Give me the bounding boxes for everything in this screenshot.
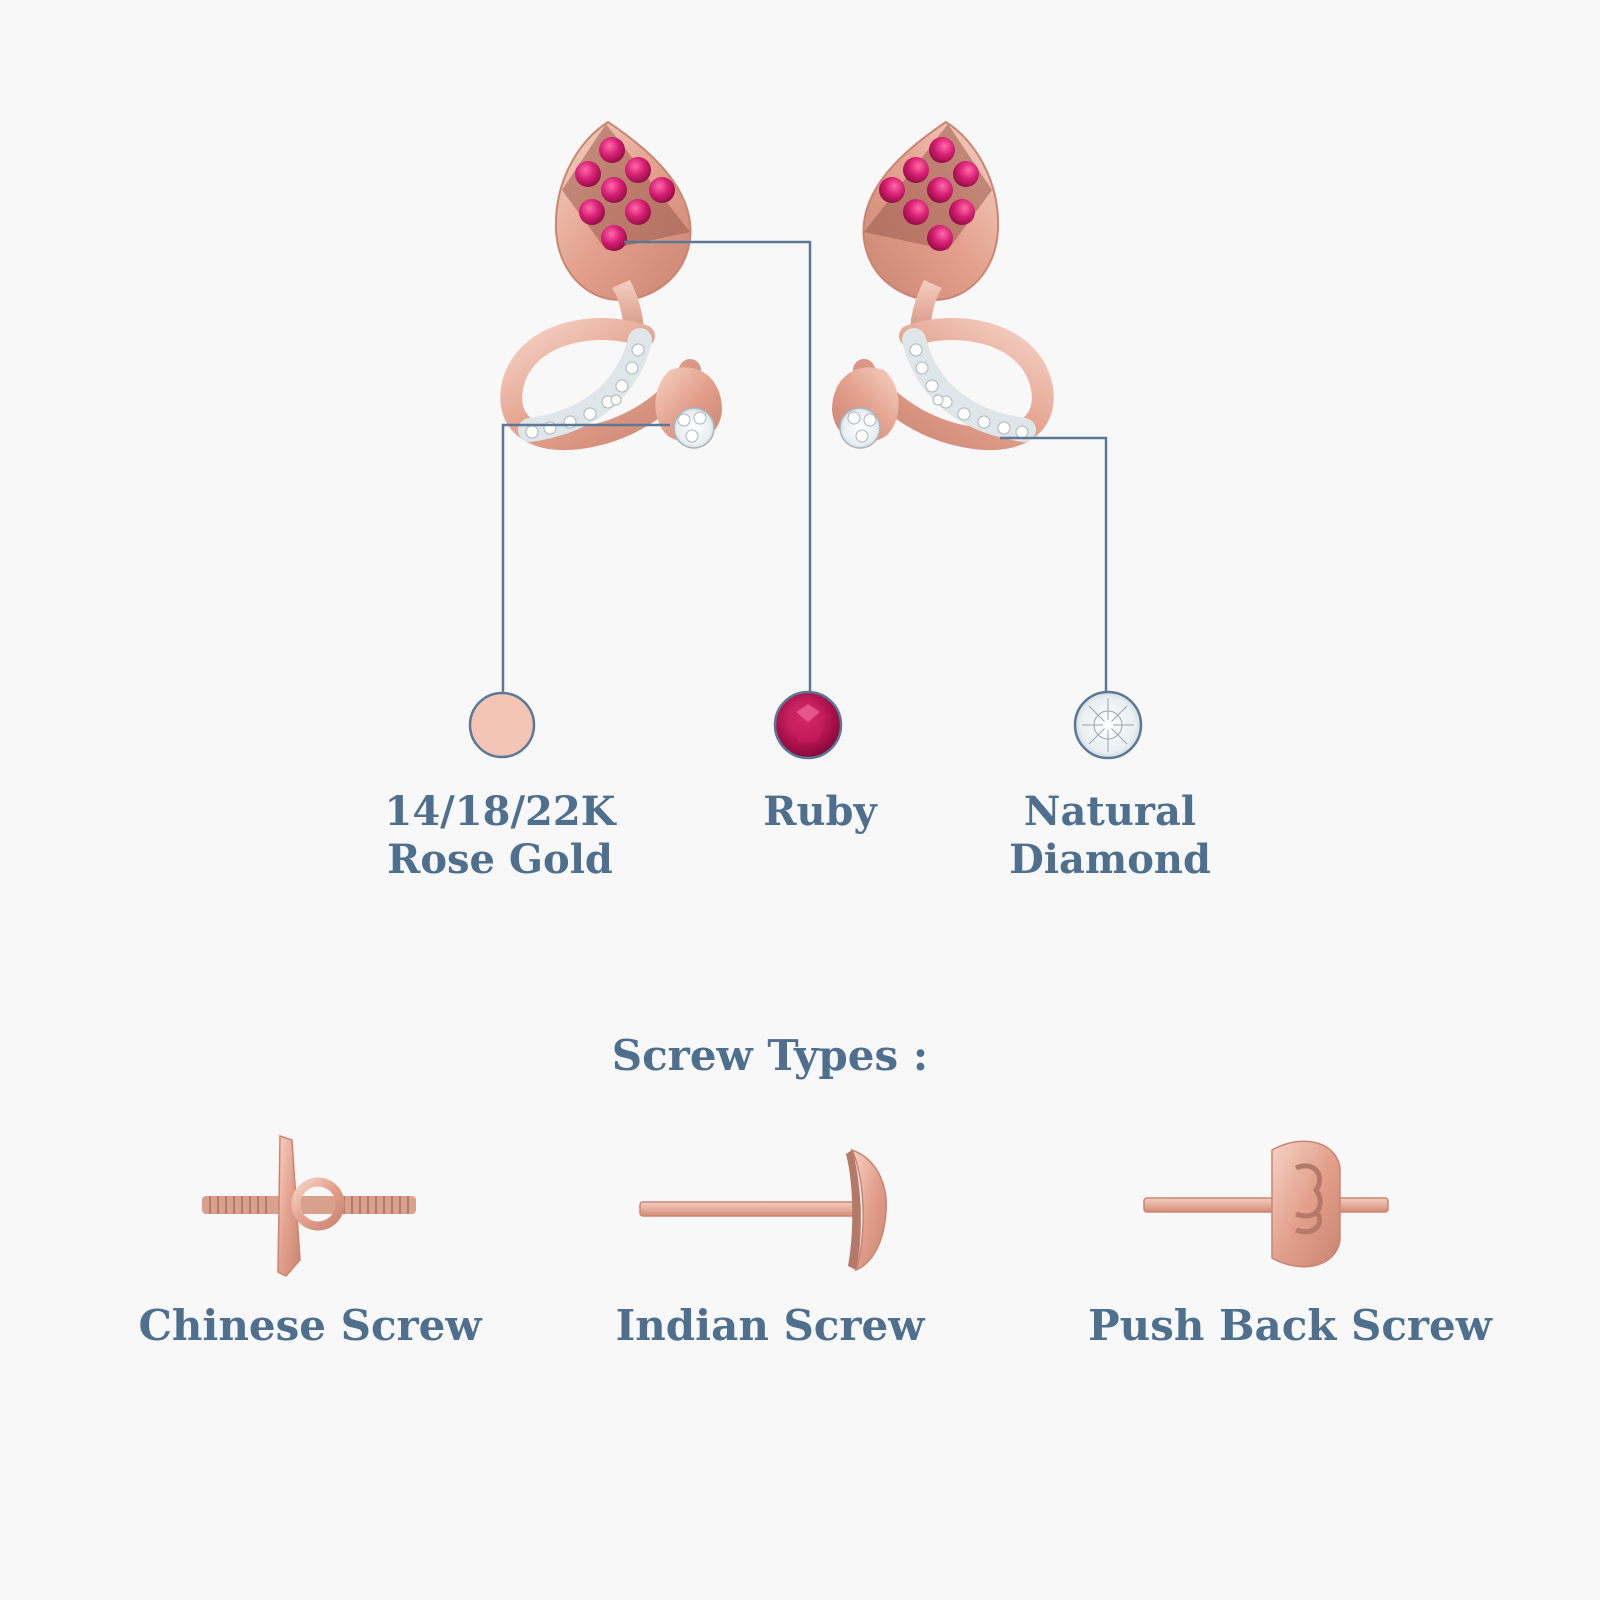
material-label-diamond: Natural Diamond [960,788,1260,884]
push-back-screw-icon [1143,1140,1389,1268]
right-ruby-cluster [879,137,979,251]
rose-gold-swatch [468,691,536,759]
material-label-line: Natural [1023,788,1197,835]
material-label-line: Ruby [763,788,877,835]
leader-line-diamond [1000,436,1108,692]
indian-screw-icon [639,1148,888,1272]
right-earring-image [832,120,1054,451]
screw-types-heading: Screw Types : [611,1031,929,1080]
chinese-screw-label: Chinese Screw [138,1301,482,1350]
leader-line-gold [501,423,670,692]
material-label-line: 14/18/22K [384,788,616,835]
material-label-line: Diamond [1009,836,1211,883]
push-back-screw-label: Push Back Screw [1088,1301,1492,1350]
left-earring-image [500,120,722,451]
material-label-line: Rose Gold [387,836,613,883]
diamond-gem-icon [1073,690,1143,760]
leader-line-ruby [624,240,812,692]
chinese-screw-icon [202,1134,416,1277]
ruby-gem-icon [773,690,843,760]
material-label-ruby: Ruby [700,788,940,836]
left-ruby-cluster [575,137,675,251]
indian-screw-label: Indian Screw [615,1301,925,1350]
material-label-rose-gold: 14/18/22K Rose Gold [340,788,660,884]
